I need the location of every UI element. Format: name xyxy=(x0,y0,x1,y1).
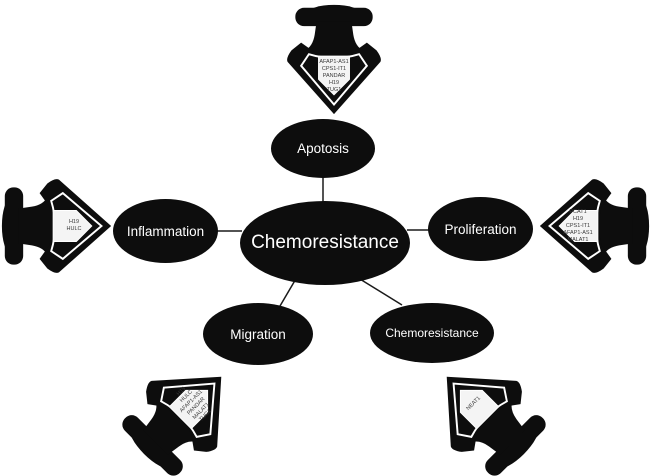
node-label: Chemoresistance xyxy=(385,326,479,340)
center-node-label: Chemoresistance xyxy=(251,232,399,253)
node-apoptosis: Apotosis xyxy=(271,119,375,178)
arrow-badge-inflammation xyxy=(0,165,115,287)
arrow-badge-migration xyxy=(99,331,267,476)
arrow-badge-proliferation xyxy=(536,165,650,287)
arrow-icon xyxy=(287,4,381,115)
node-chemoresistance: Chemoresistance xyxy=(370,303,494,363)
arrow-badge-chemoresistance xyxy=(401,331,569,476)
arrow-icon xyxy=(539,179,650,273)
connector-chemoresistance xyxy=(354,275,403,306)
center-node-chemoresistance: Chemoresistance xyxy=(240,201,410,285)
arrow-badge-apoptosis xyxy=(273,2,395,118)
node-label: Inflammation xyxy=(126,223,205,239)
node-inflammation: Inflammation xyxy=(113,199,218,263)
node-migration: Migration xyxy=(203,303,313,365)
node-label: Migration xyxy=(230,326,286,342)
arrow-icon xyxy=(1,179,112,273)
arrow-icon xyxy=(446,376,546,476)
node-proliferation: Proliferation xyxy=(428,197,533,261)
node-label: Apotosis xyxy=(297,141,349,156)
node-label: Proliferation xyxy=(444,221,517,237)
arrow-icon xyxy=(122,376,222,476)
